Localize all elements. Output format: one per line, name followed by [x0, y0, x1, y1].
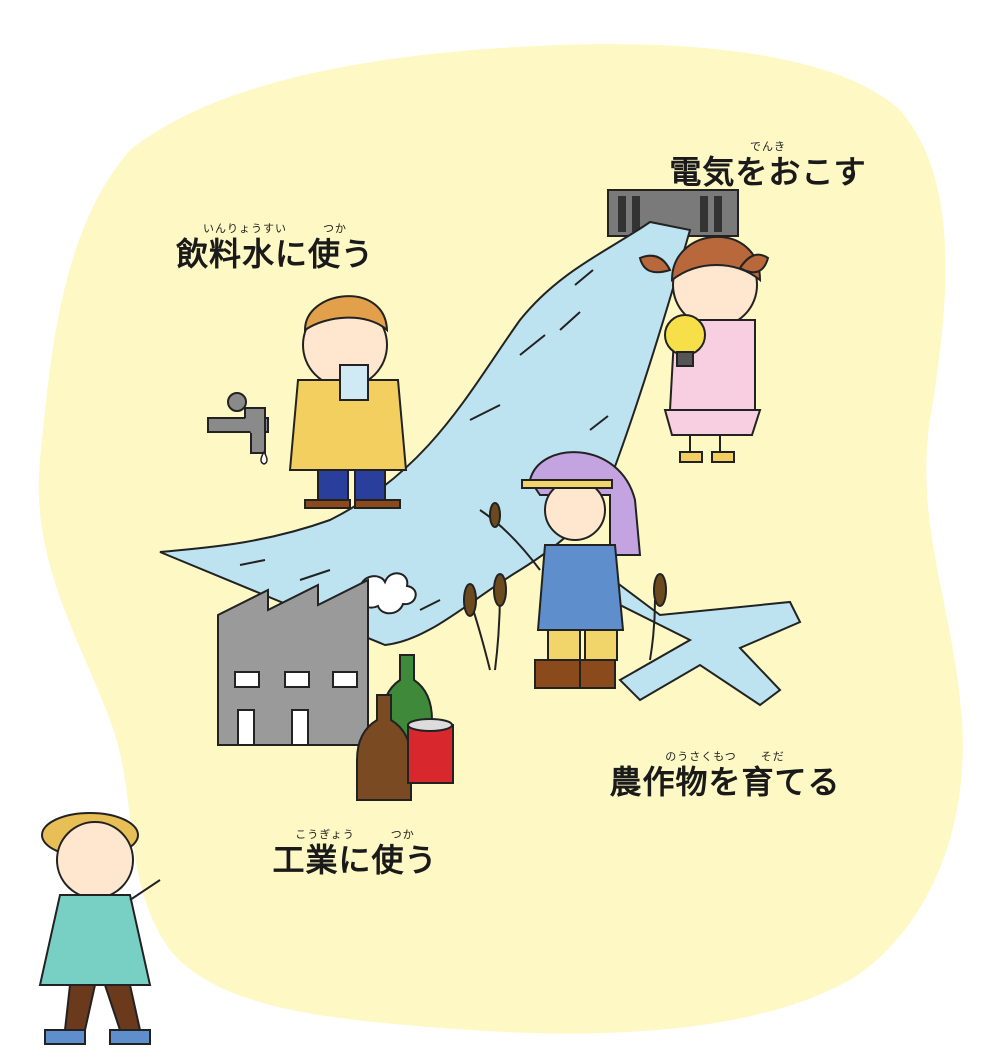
drinking-boy	[288, 295, 408, 509]
label-agriculture: のうさくもつ そだ 農作物を育てる	[605, 750, 845, 801]
river	[159, 220, 692, 647]
girl-with-bulb	[638, 235, 770, 463]
farmer	[521, 451, 642, 689]
label-drinking-text: 飲料水に使う	[175, 235, 374, 273]
light-bulb-icon	[664, 314, 706, 367]
label-agriculture-text: 農作物を育てる	[609, 763, 841, 801]
label-electricity-text: 電気をおこす	[669, 153, 867, 191]
canal	[588, 568, 802, 707]
factory-icon	[217, 578, 369, 746]
label-drinking: いんりょうすい つか 飲料水に使う	[170, 222, 380, 273]
dam-icon	[607, 189, 739, 237]
label-agriculture-ruby: のうさくもつ そだ	[665, 750, 785, 763]
label-electricity: でんき 電気をおこす	[668, 140, 868, 191]
label-industry-text: 工業に使う	[272, 841, 438, 879]
label-electricity-ruby: でんき	[750, 140, 786, 153]
label-drinking-ruby: いんりょうすい つか	[203, 222, 347, 235]
faucet-icon	[207, 392, 269, 465]
rice-plant-icon	[463, 502, 667, 671]
label-industry: こうぎょう つか 工業に使う	[265, 828, 445, 879]
label-industry-ruby: こうぎょう つか	[295, 828, 415, 841]
guide-child	[38, 812, 161, 1045]
can-icon	[407, 718, 454, 784]
